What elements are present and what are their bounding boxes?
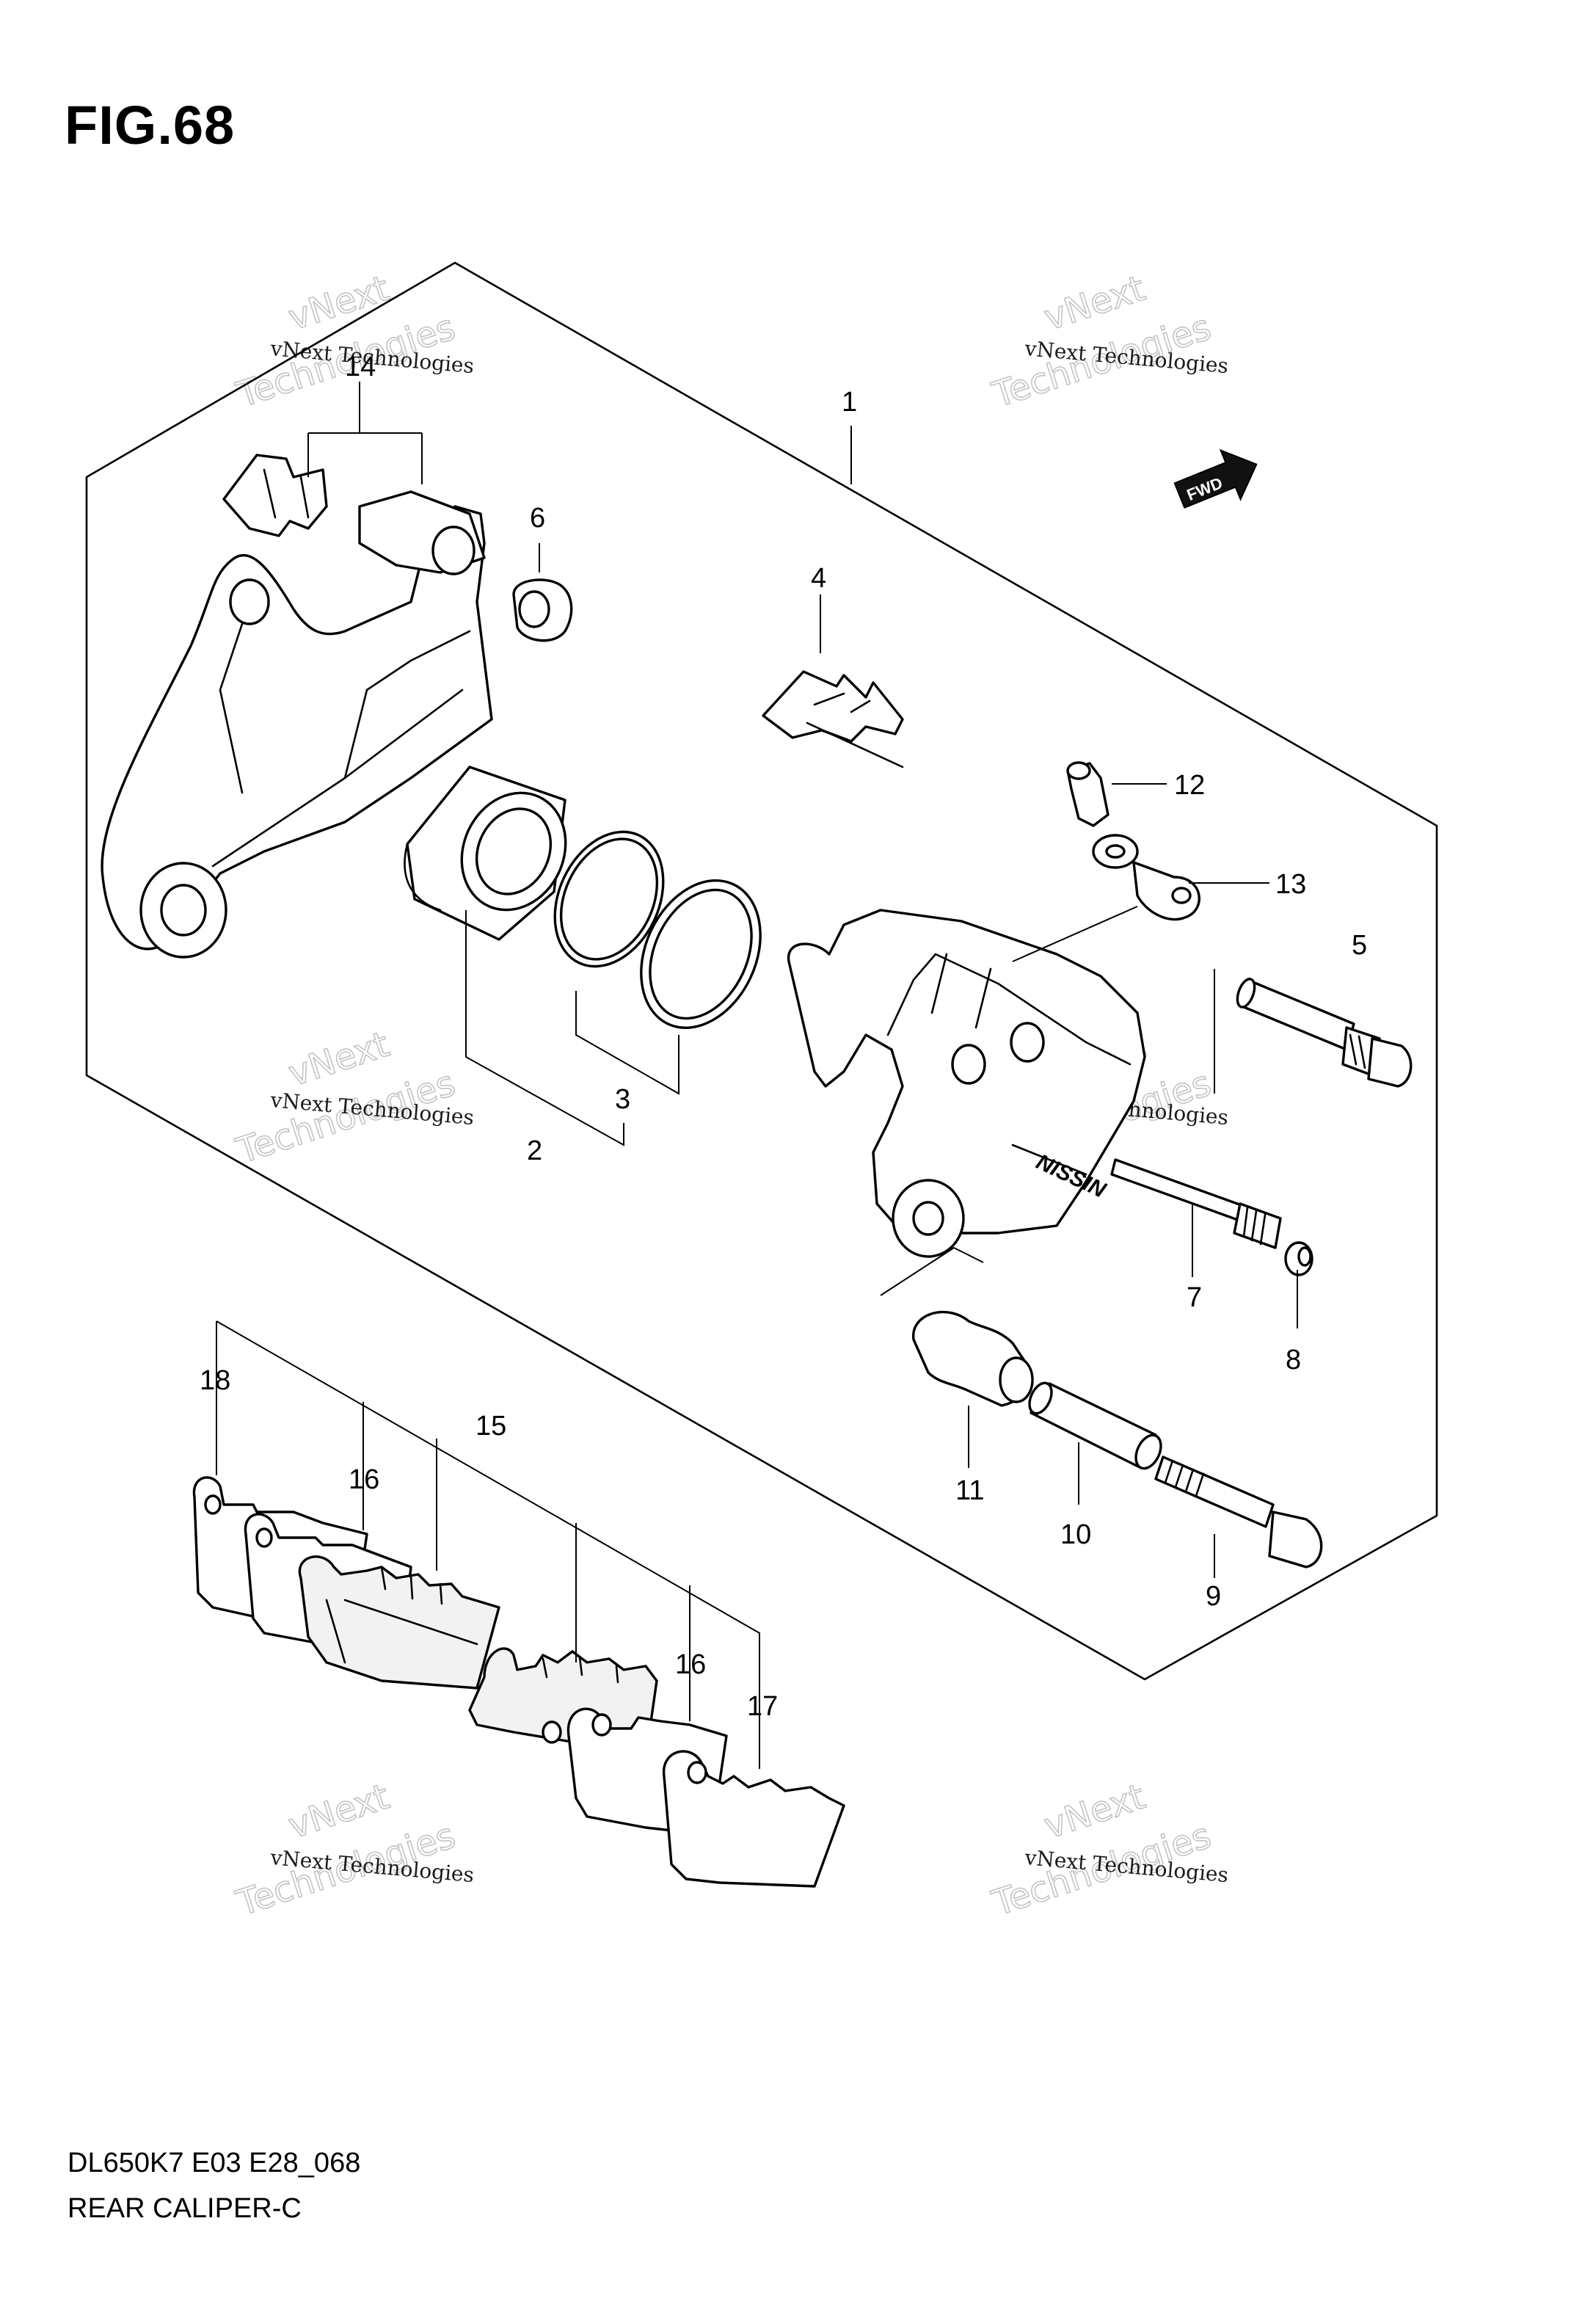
- watermark-top-left: vNext Technologies vNext Technologies: [231, 267, 475, 417]
- boot-6: [512, 578, 573, 642]
- watermark-top-right: vNext Technologies vNext Technologies: [987, 267, 1230, 417]
- caliper-bracket-14: [101, 490, 493, 959]
- svg-text:vNext: vNext: [283, 1024, 394, 1095]
- callout-11: 11: [955, 1475, 984, 1506]
- callout-6: 6: [530, 503, 545, 534]
- slide-pin-5: [1236, 978, 1413, 1088]
- svg-text:vNext: vNext: [283, 1776, 394, 1847]
- callout-12: 12: [1174, 770, 1205, 801]
- brake-pad-15a: [298, 1555, 500, 1690]
- callout-4: 4: [811, 563, 826, 594]
- assembly-boundary: [85, 261, 1438, 1681]
- pin-plug-8: [1284, 1241, 1313, 1276]
- callout-9: 9: [1206, 1581, 1221, 1612]
- diagram-name: REAR CALIPER-C: [68, 2193, 302, 2224]
- callout-17: 17: [747, 1691, 778, 1722]
- callout-2: 2: [527, 1135, 542, 1166]
- svg-text:vNext: vNext: [1039, 1776, 1150, 1847]
- callout-18: 18: [200, 1365, 230, 1396]
- pad-spring-4: [762, 670, 904, 768]
- watermark-bottom-right: vNext Technologies vNext Technologies: [987, 1775, 1230, 1925]
- callout-10: 10: [1060, 1519, 1091, 1550]
- callout-5: 5: [1352, 930, 1367, 961]
- svg-text:vNext: vNext: [1039, 268, 1150, 339]
- leader-lines: [216, 382, 1298, 1769]
- callout-8: 8: [1286, 1345, 1301, 1375]
- svg-text:vNext: vNext: [283, 268, 394, 339]
- callout-16-upper: 16: [349, 1464, 379, 1495]
- bleeder-12: [1066, 761, 1109, 827]
- sleeve-10: [1028, 1381, 1162, 1470]
- diagram-code: DL650K7 E03 E28_068: [68, 2148, 361, 2178]
- piston-2: [404, 766, 567, 941]
- piston-seals-3: [553, 830, 762, 1030]
- callout-14: 14: [345, 352, 376, 382]
- pin-boot-11: [912, 1310, 1034, 1407]
- callout-7: 7: [1187, 1282, 1202, 1313]
- fwd-arrow-icon: FWD: [1173, 448, 1258, 509]
- bleeder-cap-13: [1092, 834, 1200, 921]
- figure-title: FIG.68: [65, 95, 236, 156]
- caliper-body: NISSIN: [787, 909, 1146, 1258]
- watermark-mid-left: vNext Technologies vNext Technologies: [231, 1023, 475, 1173]
- watermark-bottom-left: vNext Technologies vNext Technologies: [231, 1775, 475, 1925]
- callout-15: 15: [475, 1411, 506, 1442]
- callout-3: 3: [615, 1084, 630, 1115]
- callout-13: 13: [1275, 869, 1306, 900]
- pad-shim-17: [663, 1750, 845, 1888]
- pad-clip-14: [222, 454, 328, 537]
- callout-16-lower: 16: [675, 1649, 706, 1680]
- callout-1: 1: [842, 387, 857, 418]
- mounting-bolt-9: [1154, 1455, 1323, 1568]
- pad-pin-7: [1110, 1158, 1282, 1249]
